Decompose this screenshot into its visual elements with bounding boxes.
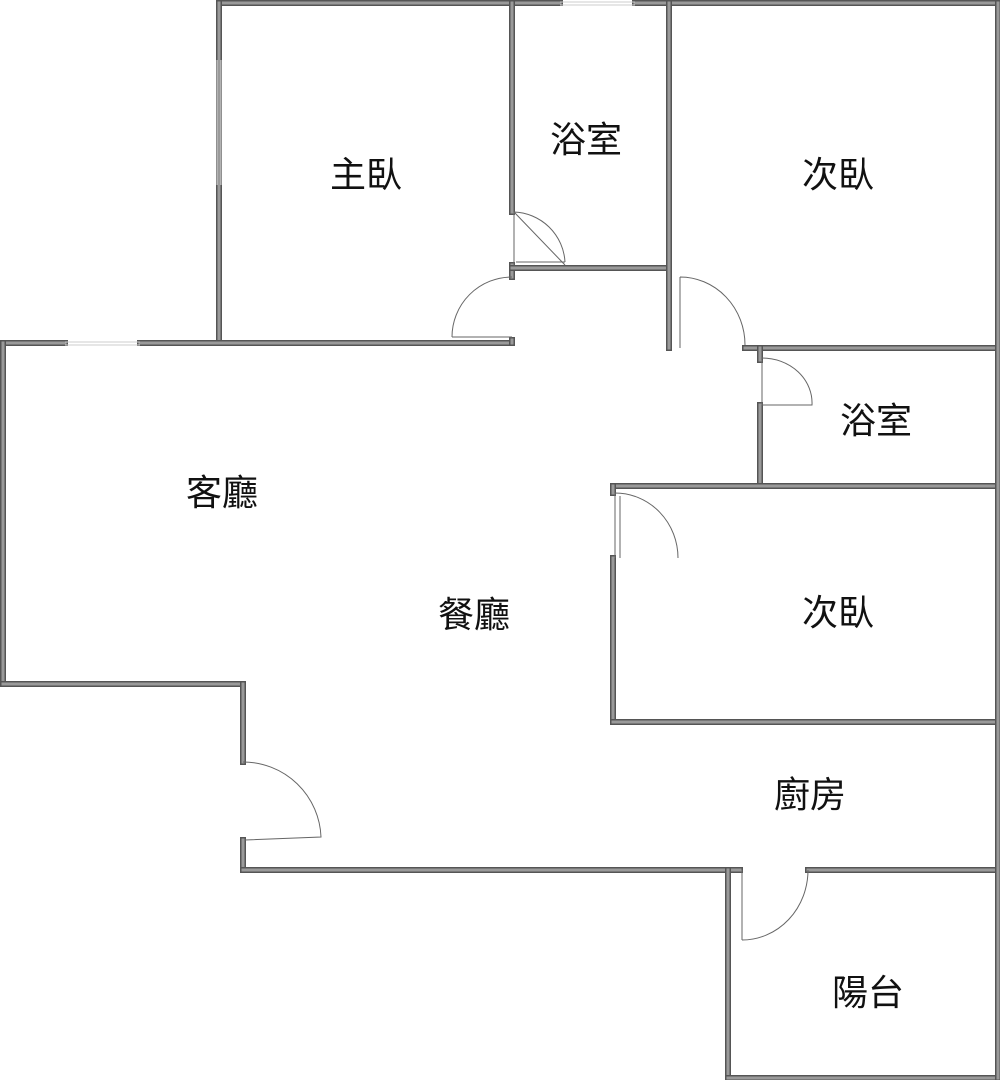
door-swing (614, 492, 679, 559)
room-label-dining-room: 餐廳 (437, 595, 511, 636)
windows (65, 1, 635, 346)
room-label-bedroom-2: 次臥 (801, 155, 875, 196)
room-label-master-bedroom: 主臥 (329, 155, 403, 196)
room-label-balcony: 陽台 (831, 973, 905, 1014)
room-label-living-room: 客廳 (185, 473, 259, 514)
door-swing (741, 869, 809, 941)
door-swing (242, 761, 322, 841)
room-label-bathroom-1: 浴室 (549, 120, 623, 161)
door-swing (761, 357, 813, 406)
room-label-bathroom-2: 浴室 (839, 401, 913, 442)
door-swing (513, 211, 566, 266)
door-swing (679, 276, 746, 348)
room-label-kitchen: 廚房 (773, 775, 847, 816)
door-swing (451, 276, 513, 338)
doors (242, 211, 813, 941)
room-label-bedroom-3: 次臥 (801, 593, 875, 634)
